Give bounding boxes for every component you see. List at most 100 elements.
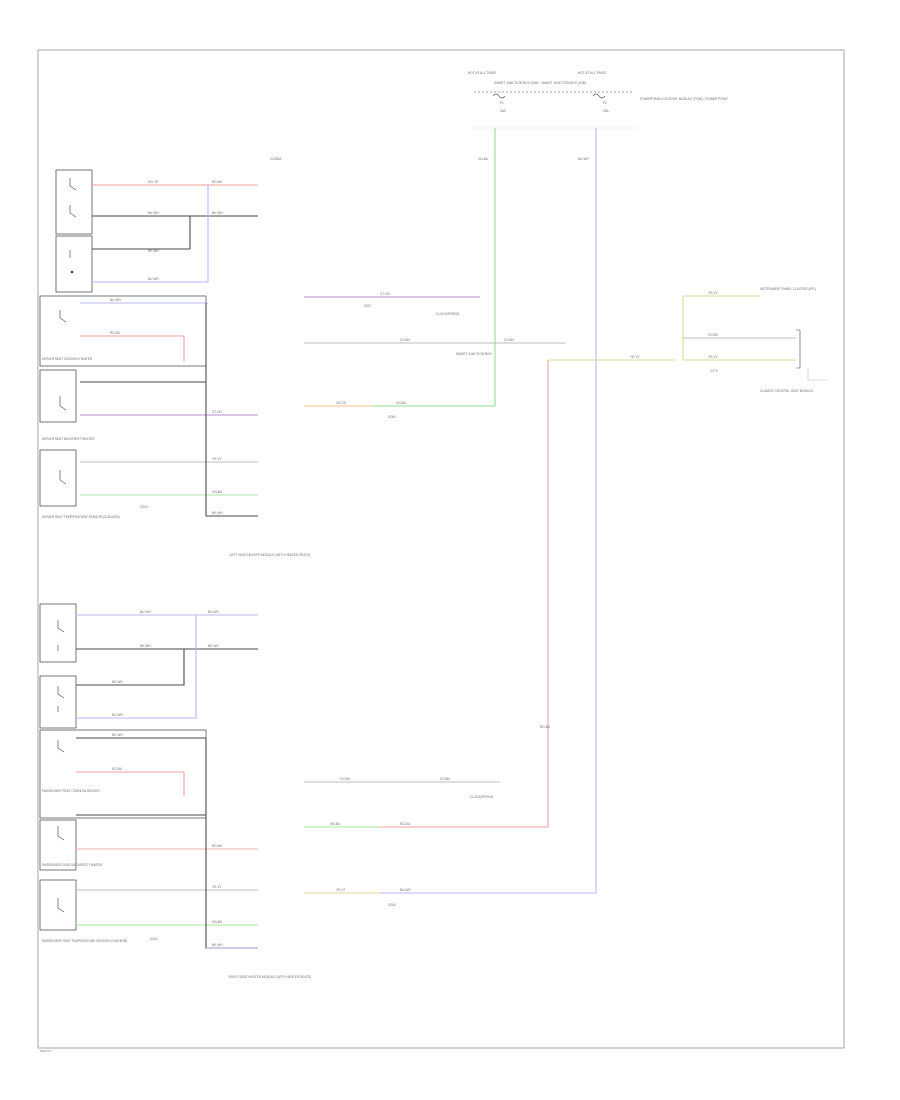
mid-code-org: OG-YE xyxy=(336,401,346,405)
lh-code-4: BK-WH xyxy=(212,211,223,215)
rh-code-6: BU-WH xyxy=(112,713,123,717)
right-module-label-2: CLIMATE CONTROL SEAT MODULE xyxy=(760,389,813,393)
lh-switch-5 xyxy=(59,396,67,411)
lh-sensor-box-3 xyxy=(39,449,77,507)
footer-code: W9XXXX xyxy=(40,1049,52,1053)
rhmid-clock: CLOCKSPRING xyxy=(470,795,494,799)
mid-ssb: SMART JUNCTION BOX xyxy=(456,352,493,356)
rh-wire-blk-4 xyxy=(205,738,258,949)
lh-module-label: LEFT SEAT HEATER MODULE (WITH HEATED SEA… xyxy=(230,553,311,557)
right-module-group: YE-VT GY-BN YE-VT YE-VT C270 INSTRUMENT … xyxy=(548,287,828,393)
lh-seat-group: OG-YE BK-WH RD-BU BK-WH BK-WH BU-WH BU-W… xyxy=(39,169,311,557)
rhmid-code-grn: GN-BU xyxy=(330,822,341,826)
fuse-right-symbol xyxy=(592,93,606,99)
feed-wire-blue xyxy=(304,128,597,894)
rh-switch-5 xyxy=(57,740,65,753)
lh-back-label: DRIVER SEAT BACKREST HEATER xyxy=(42,437,95,441)
lh-code-6: BU-WH xyxy=(148,277,159,281)
feed-blue-code: BU-WH xyxy=(578,157,589,161)
rh-wire-blu-v xyxy=(76,615,197,719)
diagram-frame xyxy=(37,49,845,1049)
lh-switch-2 xyxy=(69,205,77,218)
rh-switch-1 xyxy=(57,620,65,633)
lh-code-12: BK-WH xyxy=(212,511,223,515)
lh-code-3: RD-BU xyxy=(212,180,223,184)
rh-code-9: RD-BU xyxy=(212,844,223,848)
mid-code-gry2: GY-BN xyxy=(504,338,514,342)
lh-code-8: RD-BU xyxy=(110,331,121,335)
rh-ground: G302 xyxy=(150,937,158,941)
rh-code-5: BK-WH xyxy=(112,680,123,684)
lh-switch-6 xyxy=(59,470,67,485)
mid-code-gry: GY-BN xyxy=(400,338,410,342)
lh-code-7: BU-WH xyxy=(110,298,121,302)
lh-backrest-heater-box xyxy=(55,235,93,293)
feed-green-code: GN-BU xyxy=(478,157,489,161)
lh-code-1: OG-YE xyxy=(148,180,158,184)
lh-middle-group: VT-OG S317 CLOCKSPRING GY-BN GY-BN SMART… xyxy=(304,292,566,419)
rh-sensor-box xyxy=(39,729,207,819)
rhmid-code-gry: GY-BN xyxy=(340,777,350,781)
rh-code-11: GN-BU xyxy=(212,920,223,924)
rh-cushion-label: PASSENGER SEAT CUSHION HEATER xyxy=(42,789,100,793)
lh-wire-blk-4 xyxy=(205,303,258,517)
fuse-block: HOT AT ALL TIMES HOT AT ALL TIMES SMART … xyxy=(468,71,728,129)
rh-code-4: BK-WH xyxy=(208,644,219,648)
rh-sensor-label: PASSENGER SEAT TEMPERATURE SENSOR (CUSHI… xyxy=(42,939,127,943)
lh-code-9: VT-OG xyxy=(212,410,222,414)
fuse-left-id: F1 xyxy=(500,101,504,105)
rh-seat-group: BU-WH BK-WH BU-WH BK-WH BK-WH BU-WH BK-W… xyxy=(39,603,312,979)
rh-code-10: YE-VT xyxy=(212,885,221,889)
lh-code-10: YE-VT xyxy=(212,457,221,461)
mid-code-splice: S317 xyxy=(364,304,372,308)
lh-switch-4 xyxy=(59,310,67,323)
lh-sensor-box-2 xyxy=(39,369,77,423)
lh-cushion-label: DRIVER SEAT CUSHION HEATER xyxy=(42,357,93,361)
fuse-header-left: HOT AT ALL TIMES xyxy=(468,71,496,75)
rh-switch-3 xyxy=(57,686,65,699)
rh-sensor-box-2 xyxy=(39,819,77,871)
rhmid-code-blu: BU-WH xyxy=(400,888,411,892)
mid-ssb2: S260 xyxy=(388,415,396,419)
fuse-note: POWERTRAIN CONTROL MODULE (PCM) · POWER … xyxy=(640,97,728,101)
lh-code-11: GN-BU xyxy=(212,490,223,494)
top-connector-label: C2280A xyxy=(270,157,282,161)
rh-wire-blk-v xyxy=(76,649,185,686)
right-code-2: GY-BN xyxy=(708,333,718,337)
lh-wire-blu-v xyxy=(190,185,209,283)
rh-switch-7 xyxy=(57,898,65,913)
rh-module-label: RIGHT SEAT HEATER MODULE (WITH HEATED SE… xyxy=(229,975,312,979)
rh-code-8: RD-BU xyxy=(112,767,123,771)
rh-cushion-heater-box xyxy=(39,603,77,663)
rh-middle-group: GY-BN GY-BN CLOCKSPRING GN-BU RD-BU YE-V… xyxy=(304,777,500,907)
rh-backrest-heater-box xyxy=(39,675,77,729)
feed-wire-green xyxy=(304,128,496,407)
lh-code-5: BK-WH xyxy=(148,249,159,253)
lh-sensor-label: DRIVER SEAT TEMPERATURE SENSOR (CUSHION) xyxy=(42,515,120,519)
rh-switch-6 xyxy=(57,826,65,841)
mid-code-grn: GN-BU xyxy=(396,401,407,405)
lh-ground: G203 xyxy=(140,505,148,509)
rhmid-splice: S318 xyxy=(388,903,396,907)
rhmid-code-ylw: YE-VT xyxy=(336,888,345,892)
rh-code-7: BK-WH xyxy=(112,733,123,737)
right-code-4: YE-VT xyxy=(630,355,639,359)
fuse-right-amp: 25A xyxy=(603,109,610,113)
rhmid-code-gry2: GY-BN xyxy=(440,777,450,781)
lh-cushion-heater-box xyxy=(55,169,93,235)
fuse-header-right: HOT AT ALL TIMES xyxy=(578,71,606,75)
right-module-bracket xyxy=(807,368,828,381)
right-code-3: YE-VT xyxy=(708,355,717,359)
rh-back-label: PASSENGER SEAT BACKREST HEATER xyxy=(42,863,103,867)
mid-code-vio: VT-OG xyxy=(380,292,390,296)
rh-code-12: BK-WH xyxy=(212,943,223,947)
fuse-left-amp: 25A xyxy=(500,109,507,113)
long-red-code: RD-BU xyxy=(540,725,551,729)
right-connector: C270 xyxy=(710,369,718,373)
right-module-label: INSTRUMENT PANEL CLUSTER (IPC) xyxy=(760,287,816,291)
rh-code-2: BK-WH xyxy=(140,644,151,648)
right-wire-bracket xyxy=(796,329,801,369)
lh-switch-1 xyxy=(69,178,77,191)
fuse-subheader: SMART JUNCTION BOX (SJB) · SMART JUNCTIO… xyxy=(494,81,586,85)
